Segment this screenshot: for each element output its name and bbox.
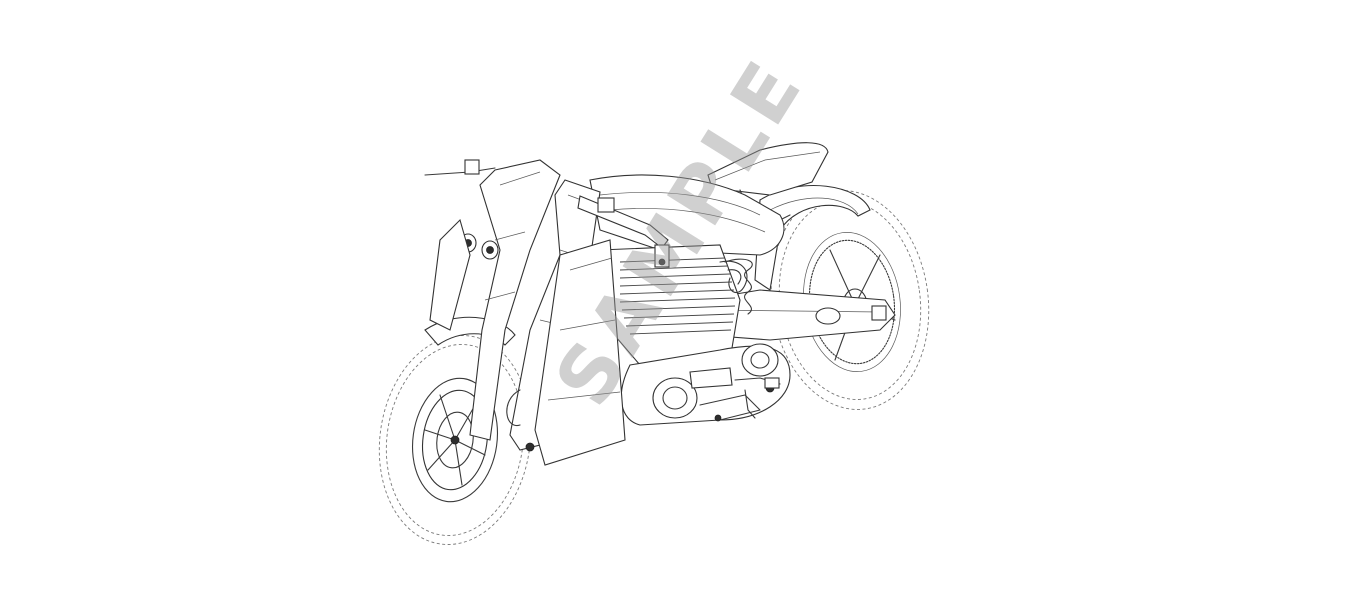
- rear-fender: [754, 184, 871, 291]
- handlebar: [424, 159, 670, 268]
- girder-fork-left: [429, 159, 561, 441]
- footpeg: [734, 377, 781, 419]
- seat: [707, 142, 829, 226]
- frame-panel: [534, 239, 626, 466]
- swingarm: [699, 289, 896, 341]
- engine: [599, 244, 748, 366]
- fuel-tank: [589, 174, 785, 256]
- rear-shock: [724, 258, 753, 315]
